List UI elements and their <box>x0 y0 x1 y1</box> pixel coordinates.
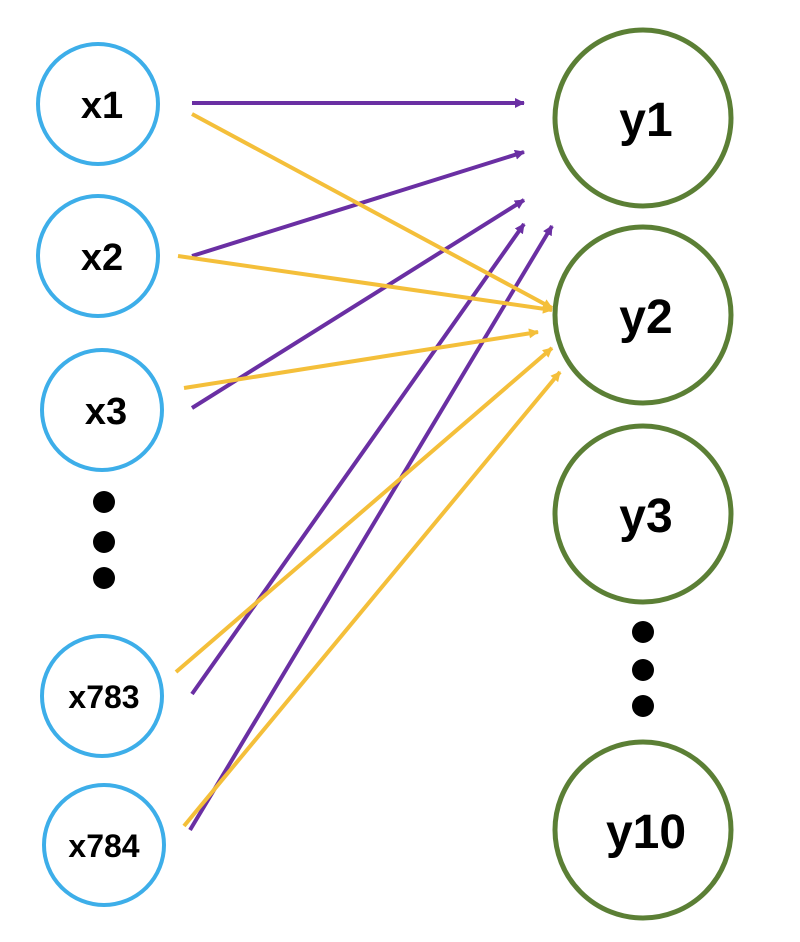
output-node-y1: y1 <box>552 27 734 209</box>
output-ellipsis <box>632 621 654 717</box>
input-node-circle <box>36 194 160 318</box>
edge-x3-y1 <box>190 198 526 410</box>
edge-x3-y2 <box>183 328 539 390</box>
input-node-label: x784 <box>68 828 139 864</box>
edge-x783-y2 <box>174 346 554 674</box>
output-node-circle <box>552 224 734 406</box>
output-node-y2: y2 <box>552 224 734 406</box>
edge-x783-y1 <box>190 222 526 696</box>
ellipsis-dot <box>93 491 115 513</box>
input-node-x2: x2 <box>36 194 160 318</box>
input-node-circle <box>40 634 164 758</box>
edge-x784-y2 <box>182 370 562 828</box>
output-node-label: y10 <box>606 806 686 859</box>
ellipsis-dot <box>632 695 654 717</box>
input-node-label: x3 <box>85 391 127 433</box>
edge-x784-y1 <box>188 224 554 832</box>
edges-layer <box>174 98 562 832</box>
ellipsis-dot <box>632 659 654 681</box>
output-node-label: y2 <box>619 291 672 344</box>
ellipsis-dot <box>93 567 115 589</box>
input-node-label: x1 <box>81 85 123 127</box>
input-node-label: x783 <box>68 679 139 715</box>
output-node-y3: y3 <box>552 423 734 605</box>
input-node-circle <box>42 783 166 907</box>
input-node-circle <box>36 42 160 166</box>
output-node-circle <box>552 27 734 209</box>
output-node-label: y3 <box>619 490 672 543</box>
ellipsis-dot <box>632 621 654 643</box>
ellipsis-dot <box>93 531 115 553</box>
edge-x1-y2 <box>191 112 553 310</box>
input-node-label: x2 <box>81 237 123 279</box>
output-node-circle <box>552 423 734 605</box>
output-node-y10: y10 <box>552 739 734 921</box>
input-ellipsis <box>93 491 115 589</box>
input-node-circle <box>40 348 164 472</box>
output-node-label: y1 <box>619 94 672 147</box>
output-node-circle <box>552 739 734 921</box>
input-node-x1: x1 <box>36 42 160 166</box>
edge-x2-y2 <box>177 254 553 314</box>
input-node-x784: x784 <box>42 783 166 907</box>
input-node-x3: x3 <box>40 348 164 472</box>
input-node-x783: x783 <box>40 634 164 758</box>
